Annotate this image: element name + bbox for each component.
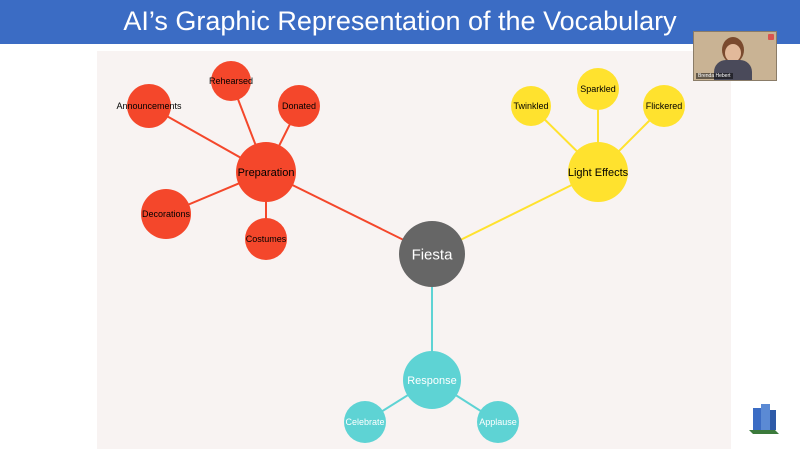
slide-title: AI’s Graphic Representation of the Vocab… xyxy=(123,6,677,36)
mic-muted-icon[interactable] xyxy=(768,34,774,40)
leaf-decorations-label: Decorations xyxy=(142,209,191,219)
center-fiesta-label: Fiesta xyxy=(412,246,454,263)
branch-preparation-label: Preparation xyxy=(238,167,295,179)
leaf-donated-label: Donated xyxy=(282,101,316,111)
webcam-video-tile[interactable]: Brenda Hebert xyxy=(693,31,777,81)
leaf-twinkled-node xyxy=(511,86,551,126)
leaf-donated-node xyxy=(278,85,320,127)
branch-response-label: Response xyxy=(407,375,457,387)
branch-light-effects-label: Light Effects xyxy=(568,167,629,179)
leaf-announcements-node xyxy=(127,84,171,128)
center-fiesta-node xyxy=(399,221,465,287)
branch-response-node xyxy=(403,351,461,409)
leaf-rehearsed-label: Rehearsed xyxy=(209,76,253,86)
leaf-celebrate-label: Celebrate xyxy=(345,417,384,427)
webcam-person-face xyxy=(725,44,741,62)
leaf-twinkled-label: Twinkled xyxy=(513,101,548,111)
webcam-caption: Brenda Hebert xyxy=(696,73,733,79)
leaf-flickered-node xyxy=(643,85,685,127)
title-bar: AI’s Graphic Representation of the Vocab… xyxy=(0,0,800,44)
leaf-announcements-label: Announcements xyxy=(116,101,182,111)
leaf-decorations-node xyxy=(141,189,191,239)
leaf-flickered-label: Flickered xyxy=(646,101,683,111)
branch-light-effects-node xyxy=(568,142,628,202)
leaf-applause-label: Applause xyxy=(479,417,517,427)
leaf-rehearsed-node xyxy=(211,61,251,101)
leaf-sparkled-node xyxy=(577,68,619,110)
leaf-costumes-node xyxy=(245,218,287,260)
leaf-celebrate-node xyxy=(344,401,386,443)
leaf-sparkled-label: Sparkled xyxy=(580,84,616,94)
mindmap-diagram: Fiesta Preparation Announcements RehearsedD… xyxy=(116,61,685,443)
leaf-costumes-label: Costumes xyxy=(246,234,287,244)
book-logo-icon xyxy=(749,404,779,434)
leaf-applause-node xyxy=(477,401,519,443)
branch-preparation-node xyxy=(236,142,296,202)
